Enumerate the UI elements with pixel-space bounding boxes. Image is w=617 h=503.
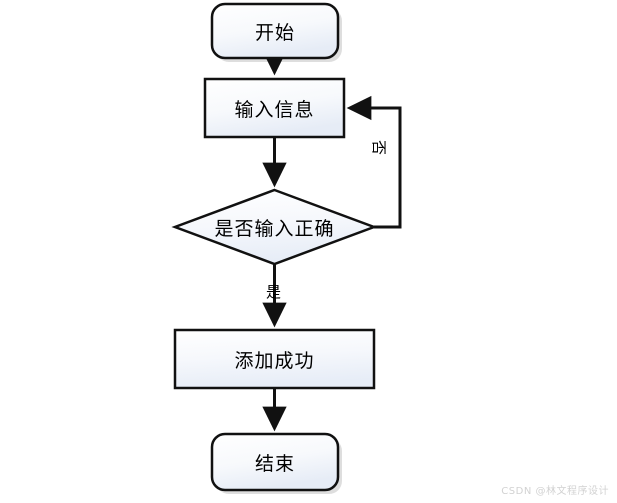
edge-decide-to-input-loop (346, 95, 402, 229)
edge-label-no: 否 (370, 140, 388, 156)
node-success[interactable] (173, 328, 376, 390)
node-end[interactable] (210, 432, 340, 492)
node-start[interactable] (210, 2, 340, 60)
watermark: CSDN @林文程序设计 (501, 486, 609, 497)
node-input-info[interactable] (203, 77, 346, 139)
node-decision[interactable] (171, 188, 378, 266)
edge-label-yes: 是 (266, 283, 282, 301)
